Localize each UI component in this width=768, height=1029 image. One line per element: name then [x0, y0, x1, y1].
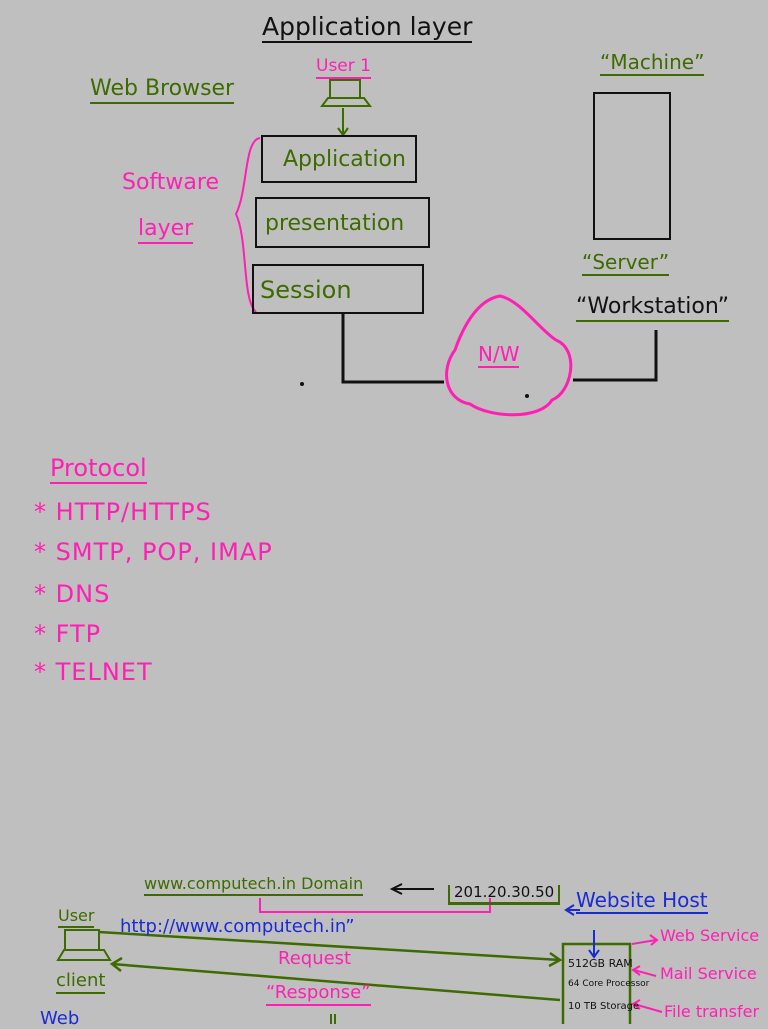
user-computer-icon	[320, 79, 372, 107]
protocol-heading: Protocol	[50, 454, 147, 484]
client-label: client	[56, 972, 106, 994]
mail-service-label: Mail Service	[660, 964, 757, 983]
web-partial-label: Web	[40, 1008, 80, 1029]
machine-label: “Machine”	[600, 50, 705, 76]
workstation-network-link	[573, 330, 658, 382]
application-layer-label: Application	[283, 147, 406, 172]
url-label: http://www.computech.in”	[120, 916, 355, 937]
machine-box	[593, 92, 671, 240]
client-computer-icon	[56, 929, 112, 961]
application-layer-box: Application	[261, 135, 417, 183]
response-arrow	[111, 962, 561, 1002]
software-layer-brace	[234, 137, 261, 313]
web-service-arrow	[631, 939, 657, 945]
presentation-layer-label: presentation	[265, 211, 405, 236]
request-label: Request	[278, 948, 352, 969]
website-host-box	[561, 942, 632, 1024]
user-1-label: User 1	[316, 58, 371, 79]
domain-label: www.computech.in Domain	[144, 876, 364, 896]
software-layer-label-line2: layer	[138, 218, 194, 244]
ip-address-label: 201.20.30.50	[448, 885, 561, 905]
response-label: “Response”	[266, 984, 371, 1006]
request-arrow	[98, 930, 561, 962]
host-spec-cpu: 64 Core Processor	[568, 979, 650, 989]
presentation-layer-box: presentation	[255, 197, 430, 248]
protocol-item: * HTTP/HTTPS	[34, 498, 212, 526]
session-layer-label: Session	[260, 276, 352, 304]
file-transfer-arrow	[633, 1003, 663, 1013]
page-title: Application layer	[262, 12, 473, 43]
file-transfer-label: File transfer	[664, 1002, 760, 1021]
workstation-label: “Workstation”	[576, 296, 730, 322]
protocol-item: * DNS	[34, 580, 111, 608]
server-label: “Server”	[582, 250, 670, 276]
mail-service-arrow	[633, 969, 657, 977]
website-host-label: Website Host	[576, 888, 708, 914]
host-spec-ram: 512GB RAM	[568, 957, 633, 970]
web-service-label: Web Service	[660, 926, 760, 945]
network-cloud	[445, 294, 573, 417]
web-browser-label: Web Browser	[90, 78, 235, 104]
session-network-link	[341, 314, 444, 384]
protocol-item: * FTP	[34, 620, 102, 648]
software-layer-label-line1: Software	[122, 170, 219, 195]
host-spec-storage: 10 TB Storage	[568, 1001, 640, 1012]
protocol-item: * SMTP, POP, IMAP	[34, 538, 273, 566]
session-layer-box: Session	[252, 264, 424, 314]
domain-bracket	[259, 898, 491, 913]
protocol-item: * TELNET	[34, 658, 153, 686]
network-label: N/W	[478, 342, 520, 368]
client-user-label: User	[58, 908, 95, 928]
